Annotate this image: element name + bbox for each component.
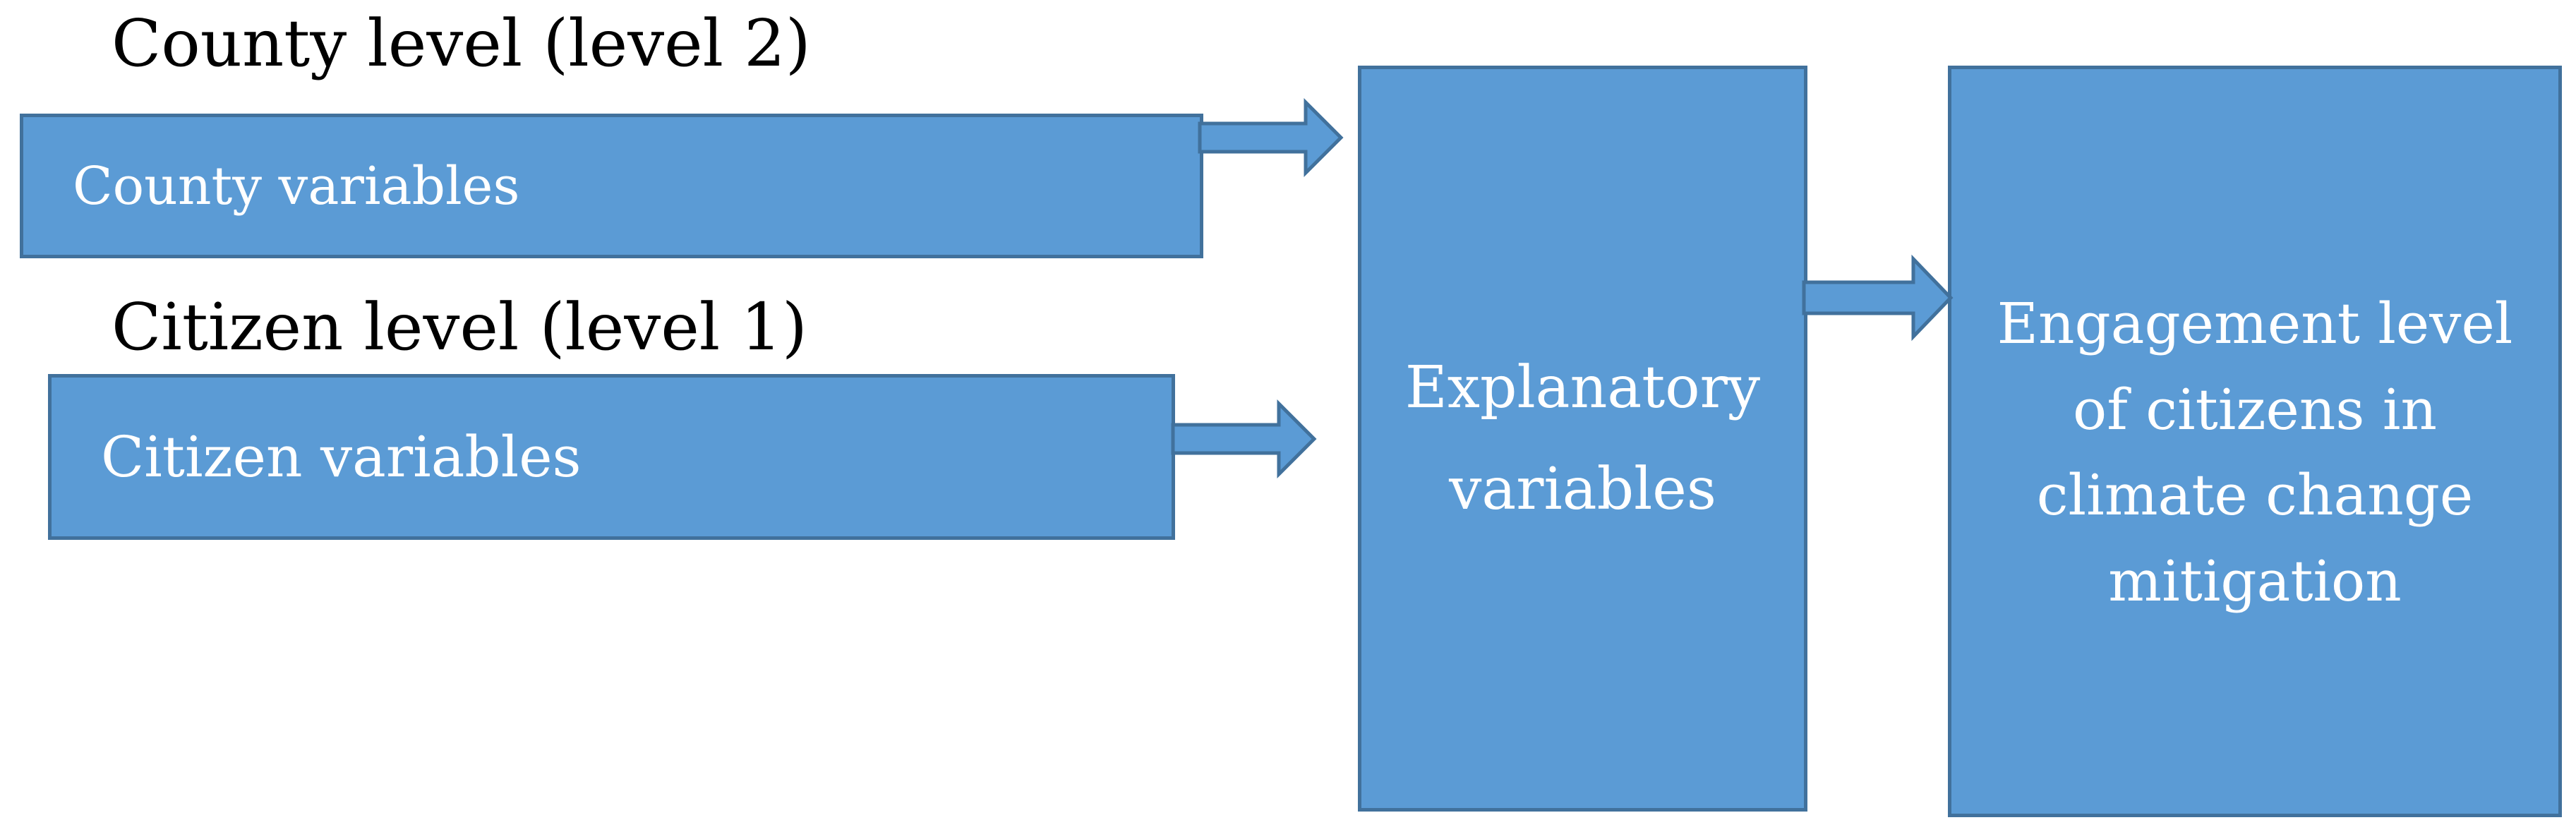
county-variables-box: County variables bbox=[20, 114, 1203, 258]
citizen-variables-box: Citizen variables bbox=[48, 374, 1175, 540]
engagement-level-box: Engagement level of citizens in climate … bbox=[1948, 66, 2562, 817]
county-to-explanatory-arrow bbox=[1198, 97, 1344, 178]
citizen-level-title: Citizen level (level 1) bbox=[112, 289, 807, 365]
citizen-variables-label: Citizen variables bbox=[101, 424, 582, 490]
explanatory-to-engagement-arrow bbox=[1802, 254, 1954, 342]
county-level-title: County level (level 2) bbox=[112, 6, 811, 81]
county-variables-label: County variables bbox=[73, 155, 520, 217]
explanatory-variables-box: Explanatory variables bbox=[1358, 66, 1807, 812]
engagement-level-label: Engagement level of citizens in climate … bbox=[1997, 291, 2513, 614]
citizen-to-explanatory-arrow bbox=[1171, 399, 1317, 479]
explanatory-variables-label: Explanatory variables bbox=[1404, 354, 1761, 523]
